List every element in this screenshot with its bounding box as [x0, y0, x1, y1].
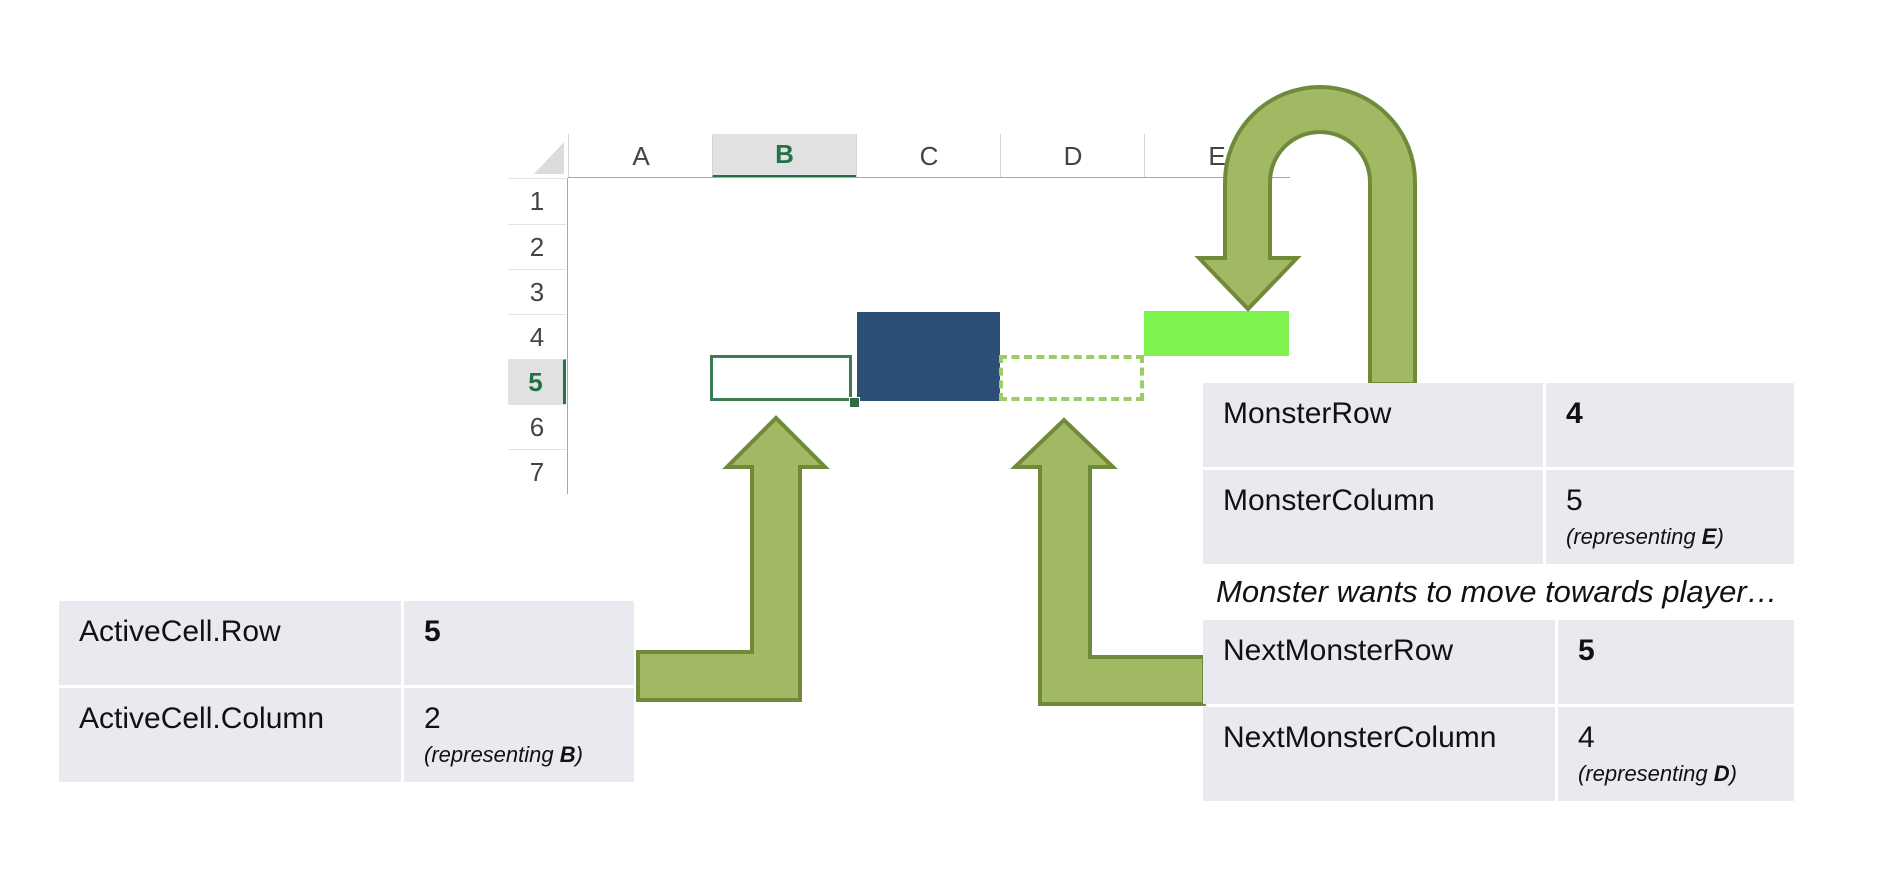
- row-header-6[interactable]: 6: [508, 404, 566, 450]
- header-divider: [568, 177, 1290, 178]
- monster-table: MonsterRow 4 MonsterColumn 5 (representi…: [1200, 380, 1797, 567]
- active-cell[interactable]: [710, 355, 852, 401]
- row-header-3[interactable]: 3: [508, 269, 566, 315]
- row-header-divider: [567, 178, 568, 494]
- row-header-1[interactable]: 1: [508, 178, 566, 224]
- row-header-7[interactable]: 7: [508, 449, 566, 495]
- monster-block: [1144, 311, 1289, 356]
- fill-handle[interactable]: [849, 397, 860, 408]
- arrow-to-next-cell: [1010, 417, 1206, 706]
- row-header-4[interactable]: 4: [508, 314, 566, 360]
- column-header-c[interactable]: C: [856, 134, 1001, 178]
- select-all-corner[interactable]: [508, 134, 568, 178]
- arrow-u-turn: [1194, 85, 1417, 386]
- row-header-5[interactable]: 5: [508, 359, 566, 404]
- arrow-to-active-cell: [636, 415, 830, 702]
- column-header-a[interactable]: A: [568, 134, 713, 178]
- active-cell-table: ActiveCell.Row 5 ActiveCell.Column 2 (re…: [56, 598, 637, 785]
- active-cell-column-value: 2 (representing B): [404, 688, 634, 782]
- next-monster-row-label: NextMonsterRow: [1203, 620, 1555, 704]
- next-monster-column-value: 4 (representing D): [1558, 707, 1794, 801]
- active-cell-row-label: ActiveCell.Row: [59, 601, 401, 685]
- next-monster-table: NextMonsterRow 5 NextMonsterColumn 4 (re…: [1200, 617, 1797, 804]
- column-header-b[interactable]: B: [712, 134, 856, 178]
- caption: Monster wants to move towards player…: [1216, 574, 1778, 609]
- row-header-2[interactable]: 2: [508, 224, 566, 270]
- next-monster-cell: [999, 355, 1144, 401]
- active-cell-column-label: ActiveCell.Column: [59, 688, 401, 782]
- next-monster-row-value: 5: [1558, 620, 1794, 704]
- column-header-d[interactable]: D: [1000, 134, 1145, 178]
- monster-row-value: 4: [1546, 383, 1794, 467]
- next-monster-column-label: NextMonsterColumn: [1203, 707, 1555, 801]
- active-cell-row-value: 5: [404, 601, 634, 685]
- player-block: [857, 312, 1000, 401]
- column-header-e[interactable]: E: [1144, 134, 1289, 178]
- monster-column-label: MonsterColumn: [1203, 470, 1543, 564]
- monster-column-value: 5 (representing E): [1546, 470, 1794, 564]
- monster-row-label: MonsterRow: [1203, 383, 1543, 467]
